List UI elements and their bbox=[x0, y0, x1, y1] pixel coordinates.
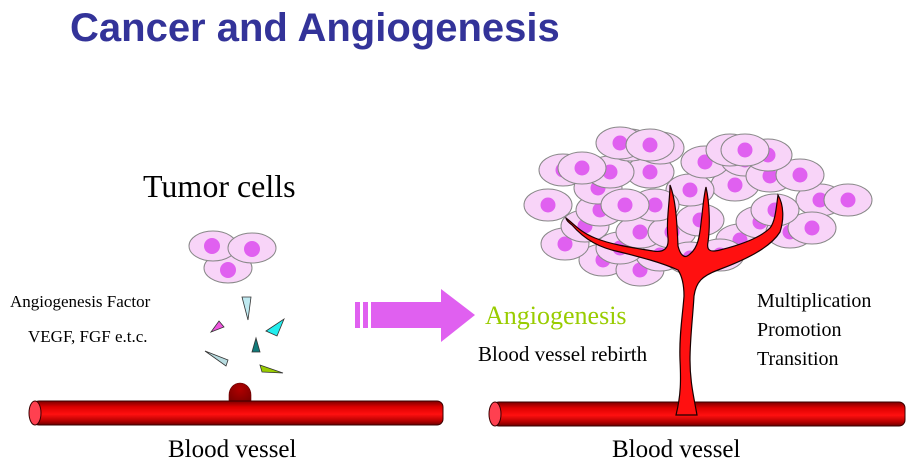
angiogenesis-factor-label: Angiogenesis Factor bbox=[10, 292, 151, 311]
factor-shard bbox=[265, 317, 285, 337]
angiogenesis-factor-examples: VEGF, FGF e.t.c. bbox=[28, 327, 148, 346]
tumor-cell bbox=[775, 158, 825, 192]
blood-vessel-label-right: Blood vessel bbox=[612, 436, 741, 463]
tumor-cell bbox=[227, 232, 277, 264]
stage-item: Promotion bbox=[757, 319, 842, 341]
right-arrow-icon bbox=[355, 289, 475, 342]
stage-item: Multiplication bbox=[757, 290, 872, 312]
new-blood-vessel-branch bbox=[565, 184, 784, 416]
tumor-cell bbox=[665, 173, 715, 207]
tumor-cell bbox=[523, 188, 573, 222]
blood-vessel-rebirth-label: Blood vessel rebirth bbox=[478, 342, 648, 366]
factor-shard bbox=[251, 336, 261, 353]
tumor-cell bbox=[823, 183, 873, 217]
vessel-opening bbox=[488, 401, 502, 427]
blood-vessel-left bbox=[28, 382, 444, 426]
page-title: Cancer and Angiogenesis bbox=[70, 6, 560, 50]
blood-vessel-right bbox=[488, 401, 906, 427]
tumor-cell bbox=[625, 128, 675, 162]
tumor-stages-list: Multiplication Promotion Transition bbox=[757, 287, 871, 374]
tumor-cells-label: Tumor cells bbox=[143, 168, 296, 204]
tumor-cell bbox=[787, 211, 837, 245]
angiogenesis-label: Angiogenesis bbox=[485, 301, 627, 330]
factor-shard bbox=[259, 364, 284, 374]
tumor-cell bbox=[557, 151, 607, 185]
angiogenesis-factor-shapes bbox=[204, 296, 285, 374]
tumor-cell bbox=[720, 133, 770, 167]
stage-item: Transition bbox=[757, 348, 839, 370]
vessel-opening bbox=[28, 400, 42, 426]
vessel-bud bbox=[228, 382, 252, 405]
blood-vessel-label-left: Blood vessel bbox=[168, 436, 297, 463]
tumor-cells-small bbox=[188, 230, 277, 284]
factor-shard bbox=[204, 350, 229, 367]
factor-shard bbox=[209, 320, 225, 333]
factor-shard bbox=[241, 296, 252, 321]
tumor-cell bbox=[600, 188, 650, 222]
